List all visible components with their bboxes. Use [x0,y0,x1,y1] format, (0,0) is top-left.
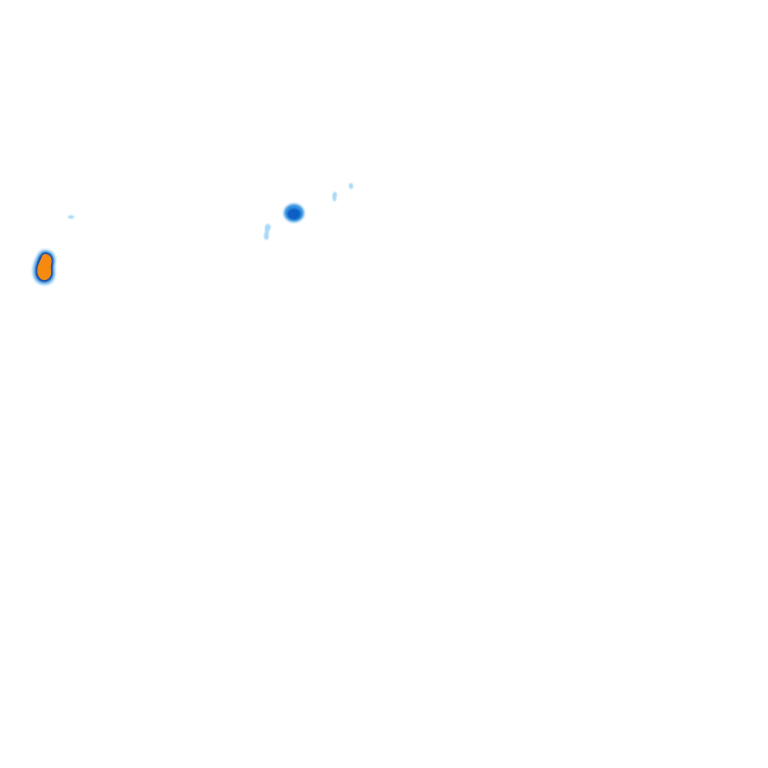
precip-cell-intense-core [37,254,52,281]
precip-cell-light-3 [348,183,354,189]
precip-cell-heavy [284,204,304,222]
precip-cell-intense [32,249,56,285]
precip-cell-light-4 [67,215,75,219]
precip-cell-light-2 [332,191,338,202]
precip-cell-light-1 [263,223,271,240]
precip-cell-heavy-core [287,208,301,220]
